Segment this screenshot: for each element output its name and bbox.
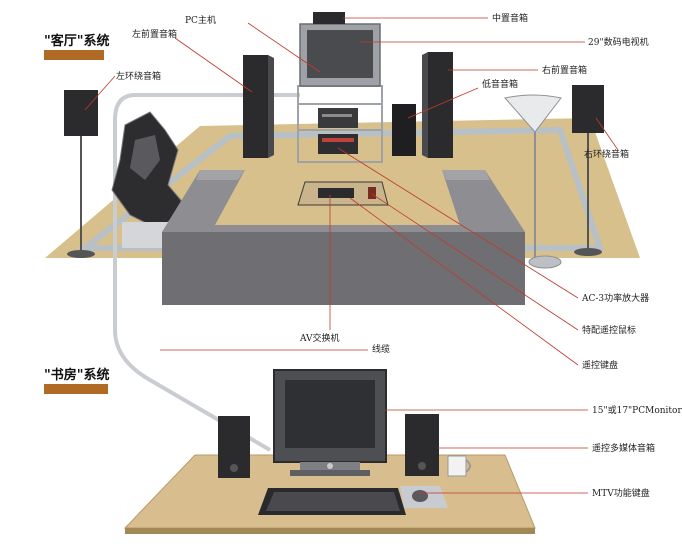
study-accent-bar: [44, 384, 108, 394]
mouse-pad: [400, 486, 448, 508]
label-mtv-keyboard: MTV功能键盘: [592, 489, 650, 499]
label-remote-mouse: 特配遥控鼠标: [582, 326, 637, 336]
cable-line: [113, 93, 300, 452]
label-cable: 线缆: [372, 345, 391, 355]
study-keyboard: [258, 488, 406, 515]
label-left-surround: 左环绕音箱: [116, 72, 162, 82]
label-remote-keyboard: 遥控键盘: [582, 361, 619, 371]
label-subwoofer: 低音音箱: [482, 80, 519, 90]
label-left-front-speaker: 左前置音箱: [132, 30, 178, 40]
living-room-accent-bar: [44, 50, 104, 60]
leader-lines: [84, 17, 619, 494]
label-amplifier: AC-3功率放大器: [582, 294, 650, 304]
subwoofer-box: [392, 104, 416, 156]
floor-lamp: [504, 94, 562, 269]
study-monitor: [273, 369, 387, 476]
sofa: [162, 170, 525, 305]
label-tv: 29"数码电视机: [588, 38, 649, 48]
label-monitor: 15"或17"PCMonitor: [592, 406, 682, 416]
right-surround-speaker: [572, 85, 604, 256]
label-right-front-speaker: 右前置音箱: [542, 66, 588, 76]
living-room-title: "客厅"系统: [44, 34, 110, 49]
label-center-speaker: 中置音箱: [492, 14, 529, 24]
diagram-artwork: [45, 12, 640, 534]
left-surround-speaker: [64, 90, 98, 258]
label-right-surround: 右环绕音箱: [584, 150, 630, 160]
study-title: "书房"系统: [44, 368, 110, 383]
label-pc-host: PC主机: [185, 16, 216, 26]
tv-set: [299, 12, 381, 87]
right-front-speaker: [422, 52, 453, 158]
label-multimedia-speaker: 遥控多媒体音箱: [592, 444, 656, 454]
coffee-table: [297, 181, 389, 206]
coffee-mug: [447, 455, 471, 477]
label-av-switch: AV交换机: [300, 334, 340, 344]
left-front-speaker: [243, 55, 274, 158]
system-diagram: "客厅"系统 "书房"系统 PC主机 中置音箱 左前置音箱 29"数码电视机 左…: [44, 12, 682, 534]
